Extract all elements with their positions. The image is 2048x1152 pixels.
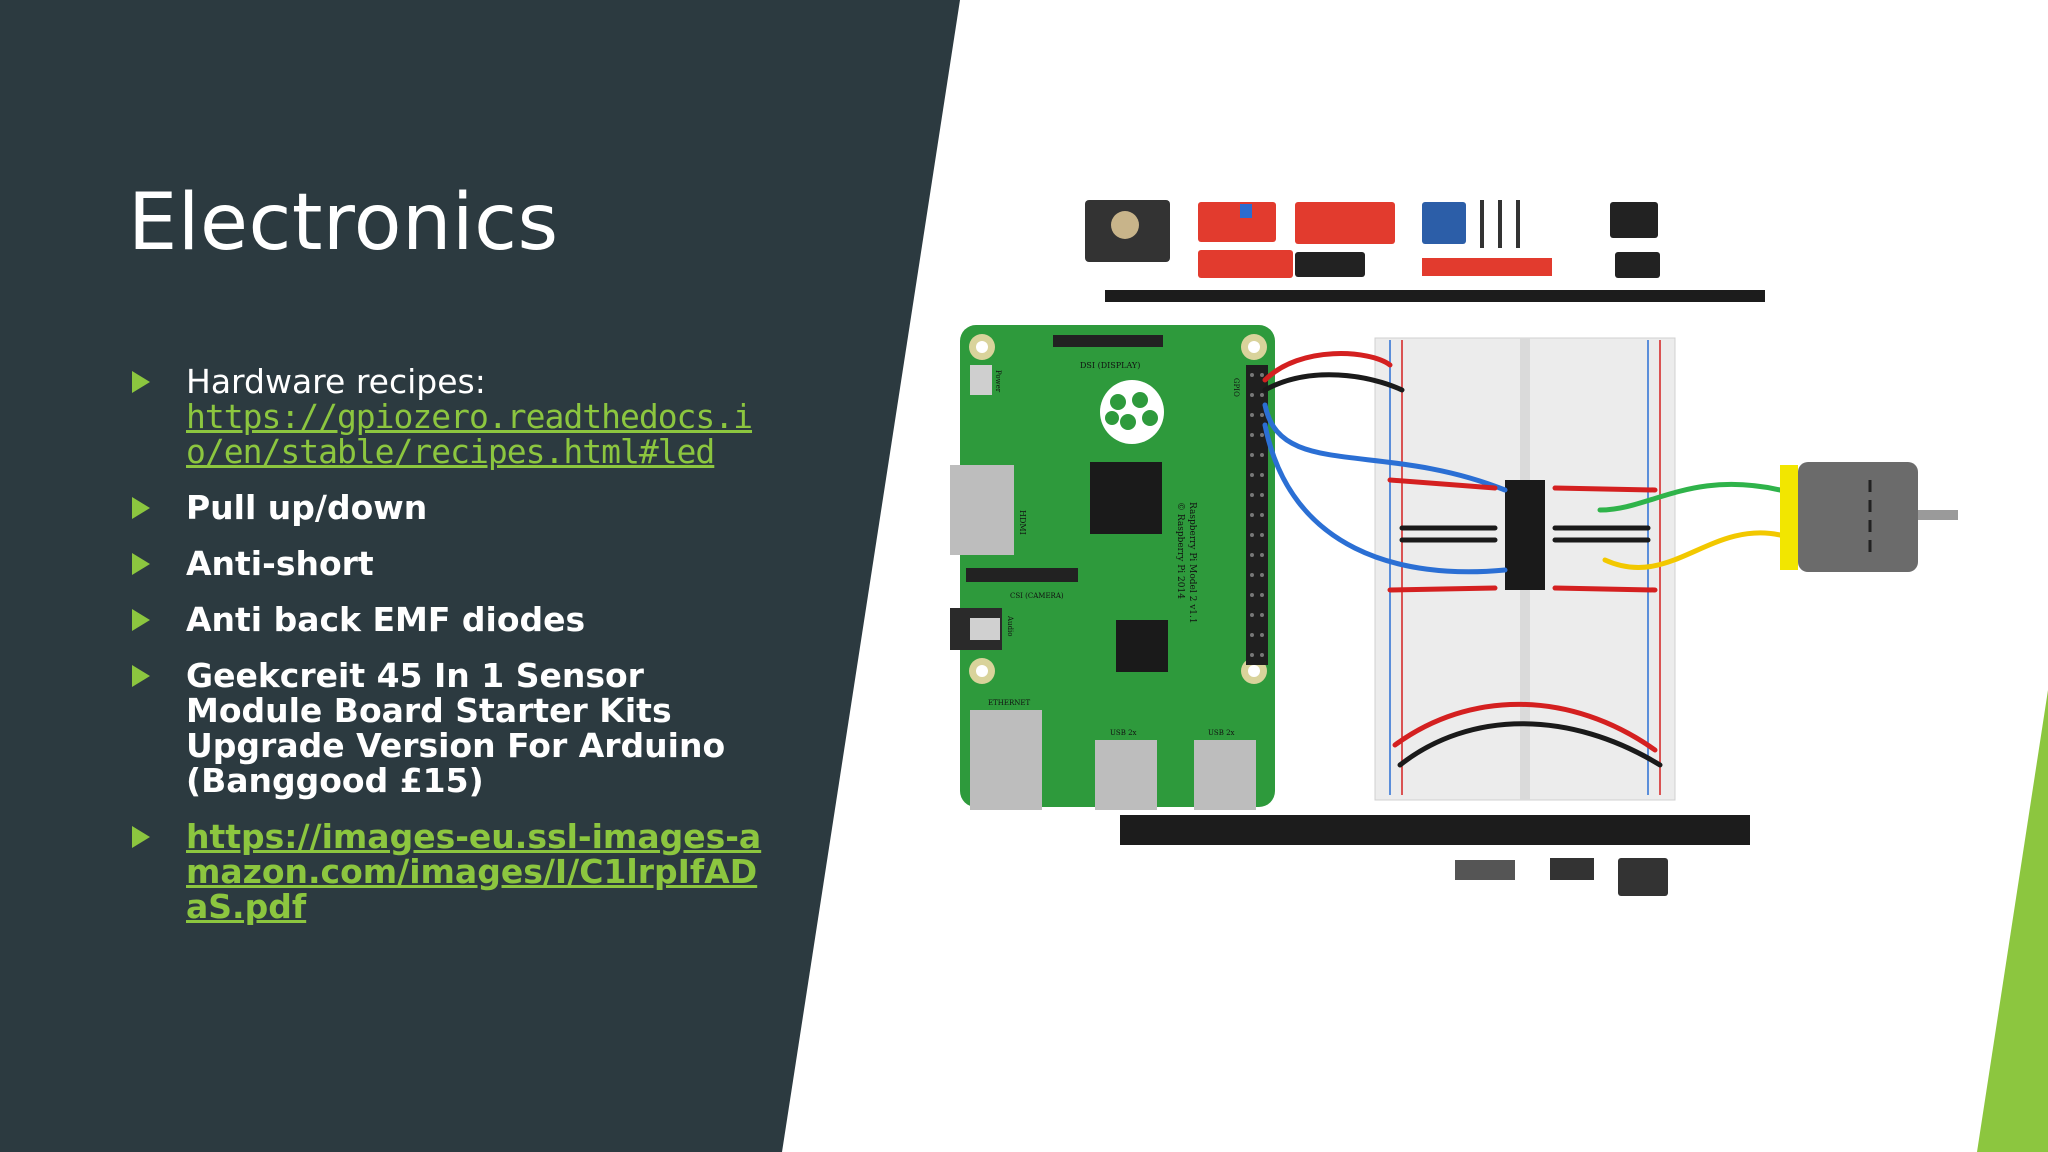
wires <box>1262 351 1783 768</box>
bullet-text: Anti back EMF diodes <box>186 600 586 639</box>
bullet-amazon-pdf: https://images-eu.ssl-images-amazon.com/… <box>130 819 770 924</box>
bullet-arrow-icon <box>132 609 150 631</box>
bullet-text: Anti-short <box>186 544 374 583</box>
bullet-arrow-icon <box>132 553 150 575</box>
bullet-arrow-icon <box>132 826 150 848</box>
circuit-figure: DSI (DISPLAY) HDMI Power CSI (CAMERA) Au… <box>950 200 1970 896</box>
audio-label: Audio <box>1006 615 1014 637</box>
raspberry-logo-icon <box>1100 380 1164 444</box>
recipes-link[interactable]: https://gpiozero.readthedocs.io/en/stabl… <box>186 397 753 471</box>
gpio-label: GPIO <box>1232 378 1240 397</box>
csi-label: CSI (CAMERA) <box>1010 592 1064 600</box>
slide-title: Electronics <box>128 178 559 268</box>
dsi-label: DSI (DISPLAY) <box>1080 361 1140 370</box>
dc-motor <box>1780 462 1958 572</box>
model-label: Raspberry Pi Model 2 v1.1 <box>1187 502 1197 624</box>
bullet-pull-up-down: Pull up/down <box>130 490 770 525</box>
gpio-pins <box>1250 373 1264 657</box>
sensor-modules-bottom <box>1120 815 1750 896</box>
raspberry-pi-board: DSI (DISPLAY) HDMI Power CSI (CAMERA) Au… <box>950 325 1275 810</box>
bullet-text: Hardware recipes: <box>186 362 486 401</box>
bullet-text: Pull up/down <box>186 488 428 527</box>
usb-left-label: USB 2x <box>1110 729 1137 737</box>
bullet-hardware-recipes: Hardware recipes: https://gpiozero.readt… <box>130 364 770 469</box>
bullet-geekcreit-kit: Geekcreit 45 In 1 Sensor Module Board St… <box>130 658 770 798</box>
bullet-list: Hardware recipes: https://gpiozero.readt… <box>130 364 770 945</box>
bullet-text: Geekcreit 45 In 1 Sensor Module Board St… <box>186 656 726 800</box>
power-label: Power <box>994 370 1002 393</box>
ethernet-label: ETHERNET <box>988 699 1030 707</box>
hdmi-label: HDMI <box>1018 510 1027 535</box>
usb-right-label: USB 2x <box>1208 729 1235 737</box>
copyright-label: © Raspberry Pi 2014 <box>1175 502 1185 599</box>
sensor-modules-top <box>1085 200 1765 302</box>
bullet-arrow-icon <box>132 665 150 687</box>
bullet-arrow-icon <box>132 371 150 393</box>
bullet-anti-back-emf: Anti back EMF diodes <box>130 602 770 637</box>
bullet-anti-short: Anti-short <box>130 546 770 581</box>
bullet-arrow-icon <box>132 497 150 519</box>
amazon-pdf-link[interactable]: https://images-eu.ssl-images-amazon.com/… <box>186 817 762 926</box>
